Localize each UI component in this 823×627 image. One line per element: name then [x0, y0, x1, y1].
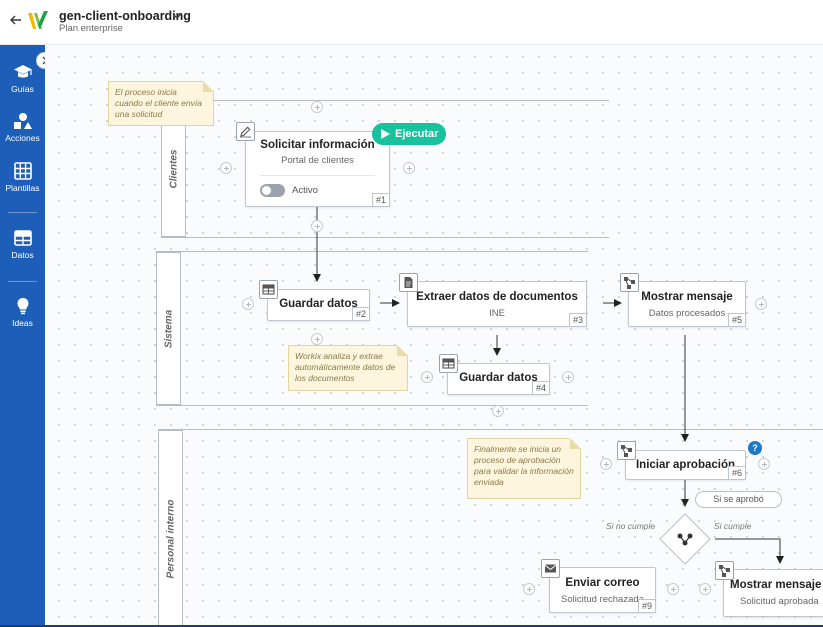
sidebar-item-acciones[interactable]: Acciones: [0, 112, 45, 156]
add-step-plus-icon[interactable]: [667, 583, 679, 595]
node-subtitle: Portal de clientes: [281, 155, 354, 166]
condition-no-cumple-label: Si no cumple: [606, 521, 656, 531]
node-title: Solicitar información: [260, 139, 375, 151]
node-title: Enviar correo: [565, 577, 640, 589]
node-title: Mostrar mensaje: [641, 291, 733, 303]
sidebar-item-guias[interactable]: Guías: [0, 63, 45, 107]
branch-icon: [677, 533, 693, 546]
lane-label: Sistema: [156, 252, 181, 405]
node-divider: [260, 175, 375, 176]
lightbulb-icon: [17, 298, 28, 315]
sidebar-divider: [8, 281, 37, 282]
project-name[interactable]: gen-client-onboarding: [59, 9, 191, 23]
bottom-border: [0, 625, 823, 627]
node-number: #9: [637, 599, 656, 613]
condition-approved-pill[interactable]: Si se aprobó: [695, 491, 782, 508]
add-step-plus-icon[interactable]: [403, 162, 415, 174]
node-number: #3: [568, 313, 587, 327]
graduation-cap-icon: [13, 65, 32, 78]
node-title: Extraer datos de documentos: [416, 291, 578, 303]
node-enviar-correo[interactable]: Enviar correo Solicitud rechazada #9: [549, 567, 656, 613]
add-step-plus-icon[interactable]: [562, 371, 574, 383]
add-step-plus-icon[interactable]: [220, 162, 232, 174]
add-step-plus-icon[interactable]: [755, 298, 767, 310]
table-icon[interactable]: [259, 280, 278, 299]
node-title: Guardar datos: [279, 298, 358, 310]
node-title: Guardar datos: [459, 372, 538, 384]
note-personal[interactable]: Finalmente se inicia un proceso de aprob…: [467, 438, 581, 499]
run-button[interactable]: Ejecutar: [372, 123, 446, 145]
plan-label: Plan enterprise: [59, 23, 123, 34]
flow-icon[interactable]: [617, 441, 636, 460]
node-subtitle: INE: [489, 308, 505, 319]
node-guardar-datos-4[interactable]: Guardar datos #4: [447, 363, 550, 395]
node-mostrar-mensaje-aprobada[interactable]: Mostrar mensaje Solicitud aprobada: [723, 569, 823, 617]
node-title: Iniciar aprobación: [635, 459, 736, 471]
node-title: Mostrar mensaje: [730, 579, 822, 591]
back-arrow-icon[interactable]: [9, 13, 23, 27]
grid-icon: [13, 162, 32, 180]
decision-node[interactable]: [659, 513, 711, 565]
flow-canvas[interactable]: Clientes Sistema Personal interno El pro…: [45, 45, 823, 627]
sidebar-item-ideas[interactable]: Ideas: [0, 297, 45, 341]
sidebar-item-label: Datos: [11, 250, 34, 260]
add-step-plus-icon[interactable]: [421, 371, 433, 383]
add-step-plus-icon[interactable]: [600, 458, 612, 470]
node-number: #6: [727, 466, 746, 480]
add-step-plus-icon[interactable]: [242, 298, 254, 310]
connectors: [313, 207, 784, 564]
sidebar-item-label: Ideas: [12, 318, 33, 328]
sidebar-item-plantillas[interactable]: Plantillas: [0, 162, 45, 206]
sidebar: Guías Acciones Plantillas Datos Ideas: [0, 45, 45, 627]
node-subtitle: Datos procesados: [648, 308, 726, 319]
flow-icon[interactable]: [715, 561, 734, 580]
toggle-label: Activo: [292, 185, 318, 196]
help-badge[interactable]: ?: [748, 441, 762, 455]
lane-personal-interno: Personal interno: [158, 429, 823, 627]
sidebar-item-label: Guías: [11, 84, 34, 94]
workix-logo-icon[interactable]: [26, 9, 50, 33]
add-step-plus-icon[interactable]: [699, 583, 711, 595]
add-step-plus-icon[interactable]: [311, 220, 323, 232]
sidebar-item-label: Acciones: [5, 133, 40, 143]
flow-icon[interactable]: [620, 273, 639, 292]
lane-sistema: Sistema: [156, 251, 588, 406]
node-solicitar-informacion[interactable]: Solicitar información Portal de clientes…: [245, 131, 390, 207]
table-icon: [13, 230, 32, 246]
sidebar-divider: [8, 212, 37, 213]
node-guardar-datos-2[interactable]: Guardar datos #2: [267, 289, 370, 321]
active-toggle[interactable]: [260, 184, 285, 197]
node-mostrar-mensaje-5[interactable]: Mostrar mensaje Datos procesados #5: [628, 281, 746, 327]
top-header: gen-client-onboarding Plan enterprise: [0, 0, 823, 45]
edit-icon[interactable]: [236, 122, 255, 141]
add-step-plus-icon[interactable]: [311, 333, 323, 345]
mail-icon[interactable]: [541, 559, 560, 578]
add-step-plus-icon[interactable]: [758, 458, 770, 470]
node-subtitle: Solicitud aprobada: [740, 596, 819, 607]
node-number: #2: [351, 307, 370, 321]
table-icon[interactable]: [439, 354, 458, 373]
play-icon: [381, 129, 390, 139]
shapes-icon: [13, 113, 32, 129]
node-number: #5: [727, 313, 746, 327]
node-extraer-datos[interactable]: Extraer datos de documentos INE #3: [407, 281, 587, 327]
add-step-plus-icon[interactable]: [311, 101, 323, 113]
sidebar-item-datos[interactable]: Datos: [0, 229, 45, 273]
note-sistema[interactable]: Workix analiza y extrae automáticamente …: [288, 345, 408, 391]
add-step-plus-icon[interactable]: [523, 583, 535, 595]
note-clientes[interactable]: El proceso inicia cuando el cliente enví…: [108, 81, 214, 126]
add-step-plus-icon[interactable]: [492, 405, 504, 417]
sidebar-item-label: Plantillas: [5, 183, 40, 193]
condition-cumple-label: Si cumple: [714, 521, 752, 531]
chevron-down-icon[interactable]: [172, 12, 182, 20]
document-icon[interactable]: [399, 273, 418, 292]
node-iniciar-aprobacion[interactable]: Iniciar aprobación #6: [625, 450, 746, 480]
node-subtitle: Solicitud rechazada: [561, 594, 644, 605]
node-number: #4: [531, 381, 550, 395]
node-number: #1: [371, 193, 390, 207]
lane-label: Personal interno: [158, 430, 183, 627]
